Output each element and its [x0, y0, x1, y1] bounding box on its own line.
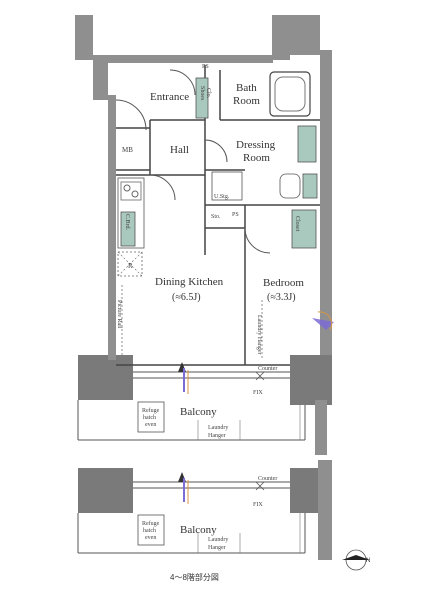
- laundry-lower-label-1: Laundry: [208, 537, 228, 543]
- counter-lower-label: Counter: [258, 476, 277, 482]
- sto-label: Sto.: [211, 214, 221, 220]
- dressing-label-2: Room: [243, 152, 270, 164]
- floor-caption: 4〜8階部分図: [170, 572, 219, 582]
- lower-plan-walls: [77, 460, 332, 560]
- laundry-lower-label-2: Hanger: [208, 545, 226, 551]
- balcony-upper: [77, 400, 327, 455]
- refuge-label-3: even: [145, 422, 156, 428]
- cup-board-label: C.Brd.: [124, 214, 130, 231]
- refuge-lower-label-3: even: [145, 535, 156, 541]
- room-labels: Entrance Bath Room Hall Dressing Room Di…: [150, 82, 304, 536]
- dressing-label-1: Dressing: [236, 139, 276, 151]
- fixture-labels: PS Shoes Clo. MB U.Stg. Sto. PS R Closet…: [116, 64, 300, 551]
- shoes-label-1: Shoes: [199, 86, 205, 101]
- outer-walls: [75, 15, 332, 405]
- door-swings: [115, 69, 271, 254]
- bath-label-2: Room: [233, 95, 260, 107]
- compass-icon: [342, 549, 370, 571]
- fix-lower-label: FIX: [253, 502, 263, 508]
- dressing-fixtures: [211, 125, 318, 201]
- refuge-lower-label-1: Refuge: [142, 520, 160, 527]
- hall-label: Hall: [170, 144, 189, 156]
- balcony-label: Balcony: [180, 406, 217, 418]
- r-label: R: [128, 262, 133, 270]
- refuge-label-1: Refuge: [142, 407, 160, 414]
- counter-label: Counter: [258, 366, 277, 372]
- refuge-label-2: hatch: [143, 415, 156, 421]
- shoes-label-2: Clo.: [205, 88, 211, 99]
- balcony-lower-label: Balcony: [180, 524, 217, 536]
- entrance-label: Entrance: [150, 91, 189, 103]
- dining-label: Dining Kitchen: [155, 276, 224, 288]
- picture-rail-label: Picture Rail: [116, 300, 122, 329]
- fix-label: FIX: [253, 390, 263, 396]
- laundry-hanger-vertical-label: Laundry Hanger: [256, 315, 262, 354]
- bathtub: [269, 71, 311, 117]
- ps-top-label: PS: [202, 64, 209, 70]
- bedroom-closet: [291, 209, 317, 249]
- mb-label: MB: [122, 146, 133, 154]
- bath-label-1: Bath: [236, 82, 257, 94]
- closet-label: Closet: [294, 216, 300, 232]
- ps-mid-label: PS: [232, 212, 239, 218]
- kitchen-fixtures: [117, 177, 145, 277]
- bedroom-label: Bedroom: [263, 277, 304, 289]
- window-symbols: [133, 311, 334, 394]
- shoes-closet: [195, 77, 209, 119]
- up-stg-label: U.Stg.: [214, 194, 230, 200]
- compass-label: N: [366, 558, 370, 564]
- dining-size-label: (≈6.5J): [172, 292, 201, 303]
- laundry-label-1: Laundry: [208, 425, 228, 431]
- refuge-lower-label-2: hatch: [143, 528, 156, 534]
- laundry-label-2: Hanger: [208, 433, 226, 439]
- bedroom-size-label: (≈3.3J): [267, 292, 296, 303]
